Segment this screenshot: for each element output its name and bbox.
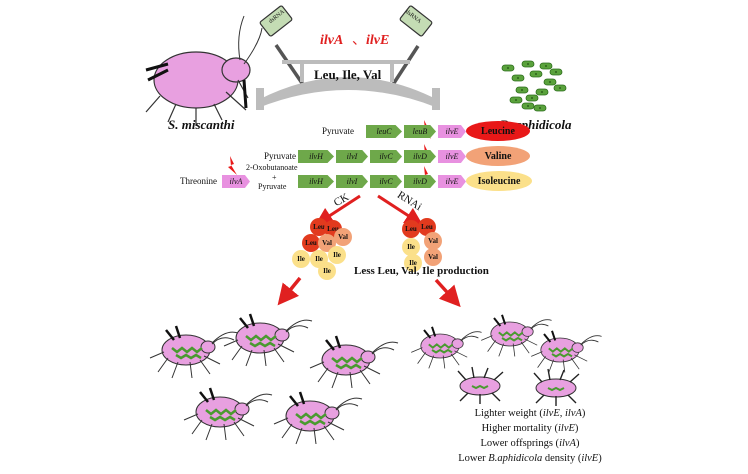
- bridge-label: Leu, Ile, Val: [314, 67, 382, 82]
- lightning-ilva-icon: [228, 156, 237, 175]
- ck-ball: Leu: [302, 234, 320, 252]
- rnai-ball: Leu: [418, 218, 436, 236]
- enzyme-ilvd-valine: ilvD: [404, 150, 436, 163]
- valine-start-label: Pyruvate: [264, 151, 296, 161]
- intermediate-plus: +: [272, 173, 277, 182]
- ck-ball: Val: [334, 228, 352, 246]
- ck-ball: Leu: [310, 218, 328, 236]
- isoleucine-start-label: Threonine: [180, 176, 217, 186]
- enzyme-ilve-valine: ilvE: [438, 150, 466, 163]
- result-lower-density: Lower B.aphidicola density (ilvE): [458, 453, 602, 464]
- enzyme-ilve-isoleucine: ilvE: [438, 175, 466, 188]
- result-lighter-weight: Lighter weight (ilvE, ilvA): [474, 408, 586, 419]
- arrow-ck: [314, 194, 361, 226]
- enzyme-leub: leuB: [404, 125, 436, 138]
- aphid-large-icon: [145, 15, 263, 126]
- rnai-ball: Val: [424, 248, 442, 266]
- rnai-ball: Ile: [404, 254, 422, 272]
- aphid-species-label: S. miscanthi: [168, 117, 235, 132]
- rnai-aphid-group: [410, 313, 603, 407]
- bacteria-cluster-icon: [501, 60, 567, 112]
- enzyme-leuc: leuC: [366, 125, 402, 138]
- rnai-ball: Ile: [402, 238, 420, 256]
- enzyme-ilvc-isoleucine: ilvC: [370, 175, 402, 188]
- arrow-to-rnai-aphids: [434, 278, 461, 308]
- rnai-ball: Leu: [402, 220, 420, 238]
- enzyme-ilvh-isoleucine: ilvH: [298, 175, 334, 188]
- enzyme-ilvh-valine: ilvH: [298, 150, 334, 163]
- enzyme-ilve-leucine: ilvE: [438, 125, 466, 138]
- intermediate-pyruvate: Pyruvate: [258, 182, 287, 191]
- enzyme-ilvc-valine: ilvC: [370, 150, 402, 163]
- enzyme-ilvd-isoleucine: ilvD: [404, 175, 436, 188]
- hammer-left-icon: [259, 5, 306, 87]
- result-lower-offsprings: Lower offsprings (ilvA): [480, 438, 580, 449]
- gene-ilva-title: ilvA: [320, 33, 344, 48]
- result-higher-mortality: Higher mortality (ilvE): [481, 423, 579, 434]
- enzyme-ilvi-isoleucine: ilvI: [336, 175, 368, 188]
- bridge-icon: [256, 60, 440, 110]
- gene-separator: 、: [352, 33, 366, 48]
- product-isoleucine: Isoleucine: [466, 171, 532, 191]
- less-production-label: Less Leu, Val, Ile production: [354, 265, 489, 277]
- gene-ilve-title: ilvE: [366, 33, 390, 48]
- ck-ball: Ile: [328, 246, 346, 264]
- product-leucine: Leucine: [466, 121, 530, 141]
- leucine-start-label: Pyruvate: [322, 126, 354, 136]
- product-valine: Valine: [466, 146, 530, 166]
- enzyme-ilvi-valine: ilvI: [336, 150, 368, 163]
- ck-aphid-group: [148, 312, 400, 446]
- hammer-right-icon: [390, 5, 433, 87]
- rnai-ball: Val: [424, 232, 442, 250]
- arrow-to-ck-aphids: [277, 276, 302, 306]
- intermediate-oxobutanoate: 2-Oxobutanoate: [246, 163, 298, 172]
- ck-ball: Ile: [292, 250, 310, 268]
- enzyme-ilva: ilvA: [222, 175, 250, 188]
- ck-ball: Ile: [318, 262, 336, 280]
- arrow-rnai: [377, 194, 424, 226]
